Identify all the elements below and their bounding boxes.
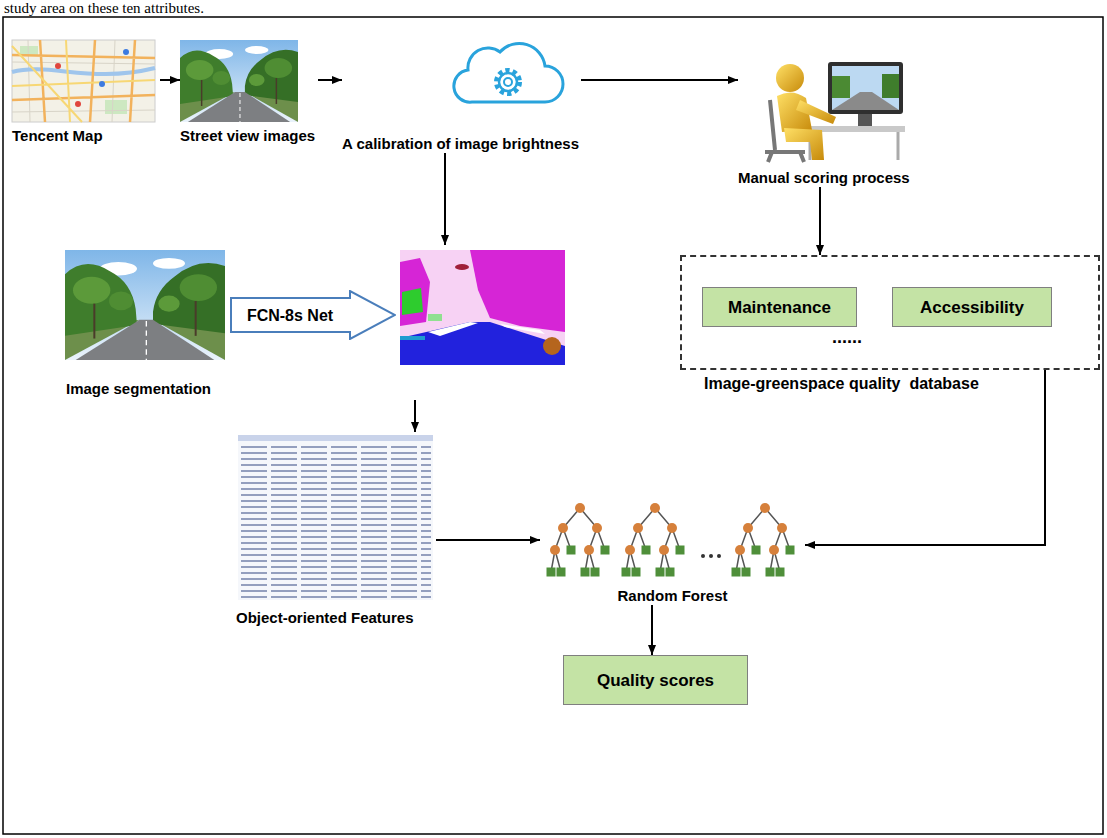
map-thumbnail [12, 40, 155, 122]
node-label: Image segmentation [66, 379, 211, 398]
arrow-connector [160, 79, 180, 81]
database-box: Image-greenspace quality databaseMainten… [680, 255, 1100, 370]
person-at-computer [765, 62, 905, 162]
image-node: Image segmentation FCN-8s Net [62, 245, 575, 400]
street-photo [180, 40, 298, 122]
node-label: Accessibility [920, 298, 1024, 317]
image-node: Tencent Map [12, 38, 160, 145]
street-photo [65, 250, 225, 360]
arrow-connector [436, 539, 540, 541]
node-label: Tencent Map [12, 126, 160, 145]
arrow-outline [231, 291, 395, 339]
caption-fragment: study area on these ten attributes. [4, 0, 204, 17]
result-box: Quality scores [563, 655, 748, 705]
image-node: Manual scoring process [738, 40, 913, 187]
image-node: Random Forest [540, 495, 805, 605]
arrow-connector [805, 370, 1045, 545]
node-label: Maintenance [728, 298, 831, 317]
node-label: A calibration of image brightness [342, 134, 581, 153]
arrow-shape: FCN-8s Net [230, 290, 396, 340]
image-node: Object-oriented Features [236, 432, 436, 627]
outer-frame [3, 17, 1103, 834]
random-forest-trees [547, 503, 795, 577]
node-label: Manual scoring process [738, 168, 913, 187]
node-label: Street view images [180, 126, 318, 145]
arrow-connector [581, 79, 738, 81]
arrow-connector [444, 153, 446, 245]
arrow-connector [414, 400, 416, 432]
node-label: Image-greenspace quality database [704, 374, 979, 393]
attribute-box: Maintenance [702, 287, 857, 327]
attribute-box: Accessibility [892, 287, 1052, 327]
node-label: Object-oriented Features [236, 608, 436, 627]
arrow-connector [819, 187, 821, 255]
segmented-image [400, 250, 565, 365]
image-node: Street view images [180, 38, 318, 145]
cloud-icon [454, 43, 563, 102]
arrow-connector [318, 79, 342, 81]
feature-table [238, 435, 433, 600]
image-node: A calibration of image brightness [342, 30, 581, 153]
arrow-connector [651, 605, 653, 655]
ellipsis-label: ...... [832, 328, 862, 348]
arrow-label: FCN-8s Net [247, 306, 333, 325]
arrow-label-holder: FCN-8s Net [230, 290, 350, 340]
node-label: Random Forest [540, 586, 805, 605]
node-label: Quality scores [597, 671, 714, 690]
